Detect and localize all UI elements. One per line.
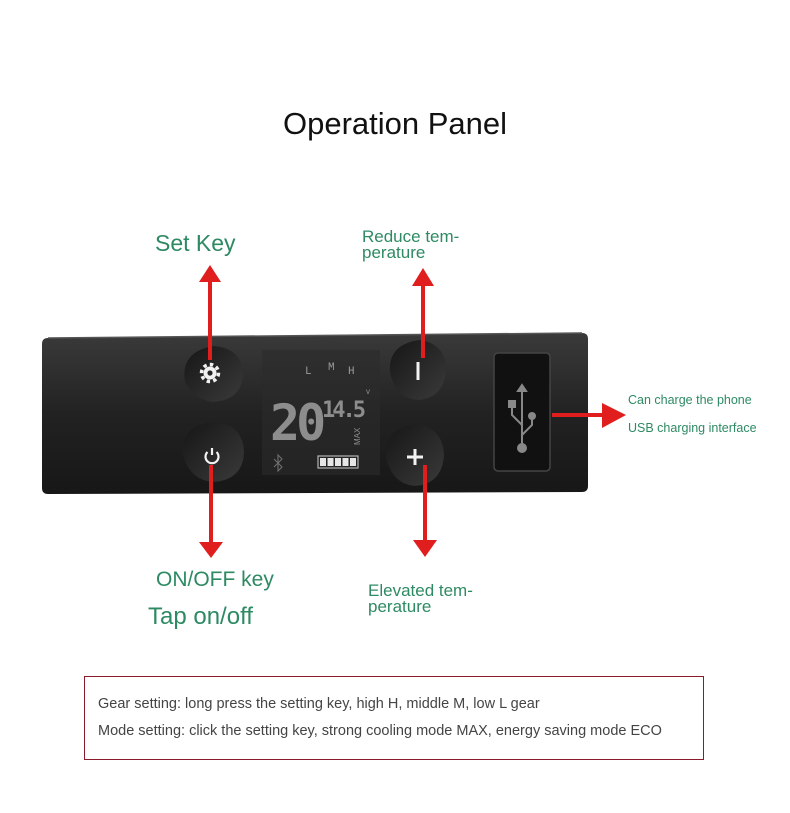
usb-icon: [508, 383, 536, 453]
onoff-key-label: ON/OFF key: [156, 568, 274, 591]
usb-interface-label: USB charging interface: [628, 421, 757, 435]
elevated-temp-label: Elevated tem- perature: [368, 581, 473, 616]
set-key[interactable]: [184, 346, 243, 402]
power-icon: [204, 448, 220, 465]
reduce-temp-label-line1: Reduce tem-: [362, 227, 460, 246]
gear-indicator-m: M: [328, 362, 335, 374]
notes-box: Gear setting: long press the setting key…: [84, 676, 704, 760]
elevated-temp-label-line1: Elevated tem-: [368, 581, 473, 600]
mode-setting-note: Mode setting: click the setting key, str…: [98, 723, 662, 739]
gear-indicator-h: H: [348, 366, 355, 378]
elevated-temp-key[interactable]: [385, 424, 444, 486]
gear-setting-note: Gear setting: long press the setting key…: [98, 696, 540, 712]
gear-indicator-l: L: [305, 366, 312, 378]
onoff-key[interactable]: [182, 422, 244, 482]
tap-onoff-label: Tap on/off: [148, 603, 253, 630]
usb-charge-phone-label: Can charge the phone: [628, 393, 752, 407]
plus-icon: [407, 449, 423, 465]
reduce-temp-key[interactable]: [389, 340, 446, 400]
battery-icon: [317, 455, 359, 469]
page-title: Operation Panel: [282, 106, 508, 141]
reduce-temp-label-line2: perature: [362, 243, 426, 262]
voltage-readout: 14.5: [322, 398, 365, 423]
reduce-temp-label: Reduce tem- perature: [362, 227, 460, 262]
mode-indicator: MAX: [353, 427, 362, 445]
gear-icon: [199, 362, 221, 384]
led-display: L M H 20 14.5 v MAX: [262, 350, 380, 475]
set-key-label: Set Key: [155, 230, 236, 256]
usb-port[interactable]: [493, 352, 551, 472]
temperature-readout: 20: [270, 394, 324, 452]
bluetooth-icon: [273, 453, 283, 473]
voltage-unit: v: [366, 387, 370, 396]
elevated-temp-label-line2: perature: [368, 597, 432, 616]
arrows: [199, 265, 626, 558]
